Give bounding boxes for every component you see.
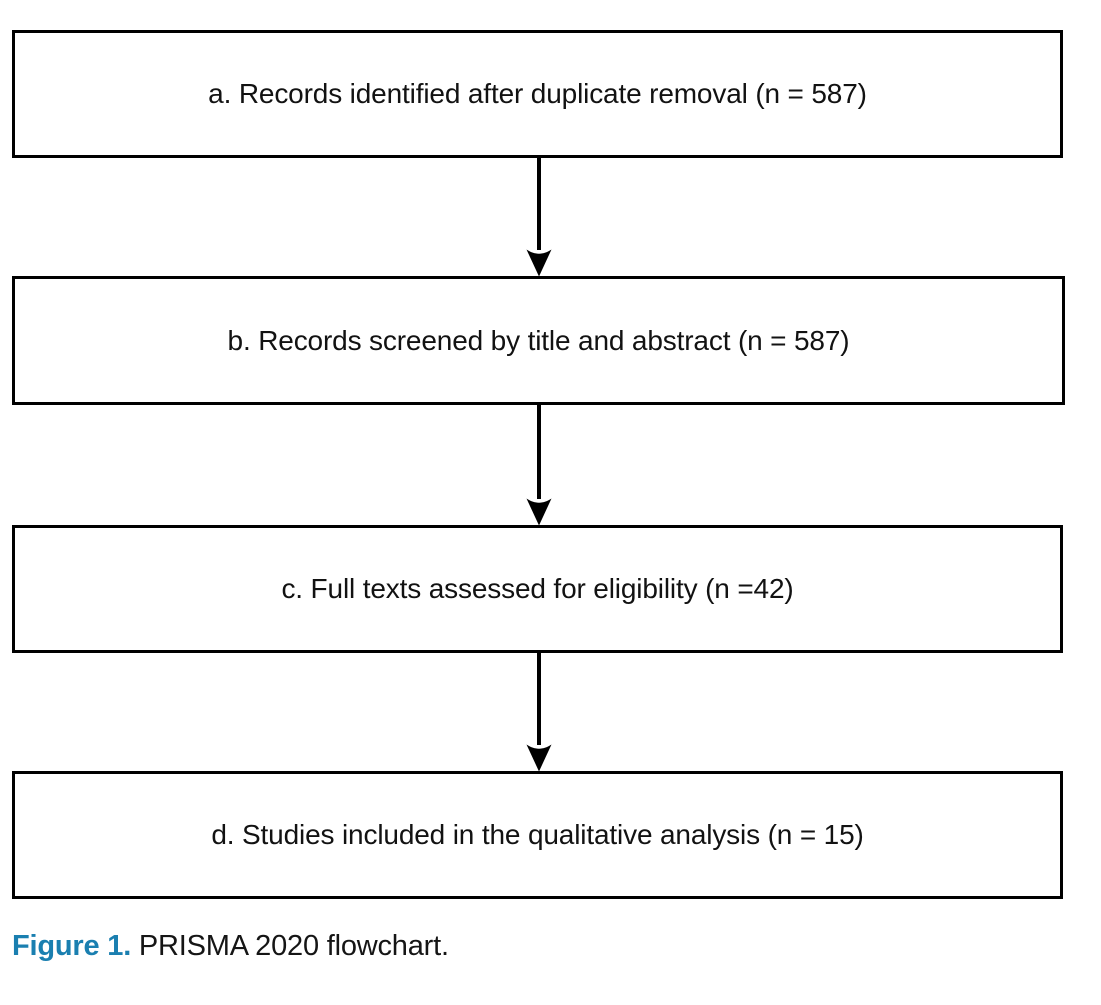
arrow-shaft xyxy=(537,158,541,250)
arrow-head-down-icon xyxy=(526,249,552,277)
flowchart-node-b: b. Records screened by title and abstrac… xyxy=(12,276,1065,405)
arrow-shaft xyxy=(537,405,541,499)
flowchart-node-c: c. Full texts assessed for eligibility (… xyxy=(12,525,1063,653)
flowchart-node-a-label: a. Records identified after duplicate re… xyxy=(208,78,867,110)
figure-caption-label: Figure 1. xyxy=(12,930,132,962)
figure-caption-text: PRISMA 2020 flowchart. xyxy=(131,930,449,962)
flowchart-node-d-label: d. Studies included in the qualitative a… xyxy=(211,819,864,851)
flowchart-node-b-label: b. Records screened by title and abstrac… xyxy=(227,324,850,356)
arrow-head-down-icon xyxy=(526,498,552,526)
flowchart-arrow-c-to-d xyxy=(524,653,554,772)
flowchart-arrow-a-to-b xyxy=(524,158,554,277)
figure-caption: Figure 1. PRISMA 2020 flowchart. xyxy=(12,928,1072,964)
flowchart-node-d: d. Studies included in the qualitative a… xyxy=(12,771,1063,899)
arrow-shaft xyxy=(537,653,541,745)
flowchart-arrow-b-to-c xyxy=(524,405,554,526)
flowchart-node-c-label: c. Full texts assessed for eligibility (… xyxy=(281,573,794,605)
flowchart-node-a: a. Records identified after duplicate re… xyxy=(12,30,1063,158)
arrow-head-down-icon xyxy=(526,744,552,772)
